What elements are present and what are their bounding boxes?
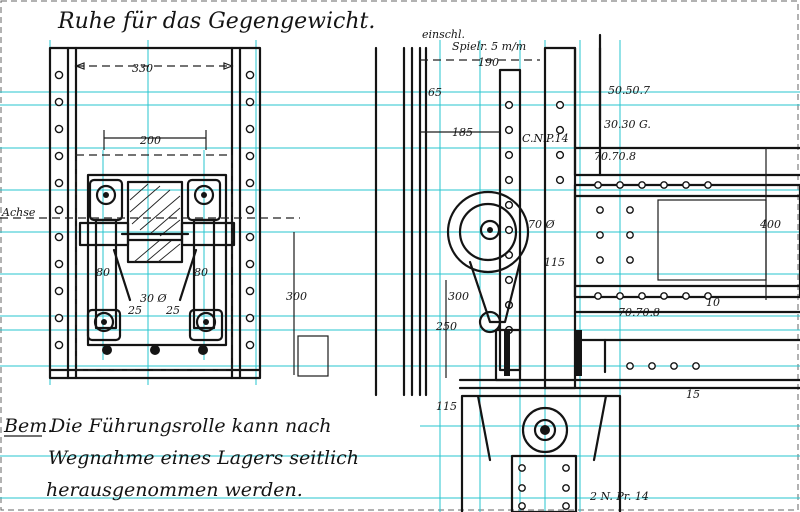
profile-50-50-7: 50.50.7 (608, 84, 650, 97)
profile-2np14: 2 N. Pr. 14 (589, 490, 649, 503)
profile-70-70-8-top: 70.70.8 (594, 150, 636, 163)
label-r115: 115 (544, 256, 565, 269)
remark-note: Bem. Die Führungsrolle kann nach Wegnahm… (3, 415, 359, 501)
dim-300-side: 300 (448, 290, 469, 303)
note-prefix: Bem. (3, 415, 53, 437)
dim-400: 400 (759, 218, 781, 231)
label-play: Spielr. 5 m/m (452, 40, 526, 53)
dim-185: 185 (452, 126, 473, 139)
dim-25-b: 25 (165, 304, 180, 317)
note-line-1: Die Führungsrolle kann nach (49, 415, 331, 437)
dim-15: 15 (686, 388, 700, 401)
dim-80-left: 80 (96, 266, 110, 279)
note-line-3: herausgenommen werden. (46, 479, 303, 501)
side-view: 400 einschl. Spielr. 5 (374, 28, 800, 512)
dim-190: 190 (478, 56, 499, 69)
axis-marker: Achse (1, 206, 36, 219)
dim-330: 330 (132, 62, 153, 75)
dim-300: 300 (286, 290, 307, 303)
profile-70-70-8-bot: 70.70.8 (618, 306, 660, 319)
profile-cnp14: C.N.P.14 (522, 132, 569, 145)
dim-115: 115 (436, 400, 457, 413)
label-bolt-70: 70 Ø (528, 218, 555, 231)
drawing-title: Ruhe für das Gegengewicht. (57, 9, 375, 34)
dim-65: 65 (428, 86, 442, 99)
dim-25-a: 25 (127, 304, 142, 317)
bolt-label: 30 Ø (140, 292, 167, 305)
dim-80-right: 80 (194, 266, 208, 279)
label-clearance: einschl. (422, 28, 465, 41)
dim-10: 10 (706, 296, 720, 309)
profile-30-30: 30.30 G. (604, 118, 651, 131)
front-view: 330 200 300 Achse 80 80 30 Ø 25 25 (0, 46, 329, 380)
dim-200: 200 (139, 134, 161, 147)
guide-lines (0, 40, 800, 512)
note-line-2: Wegnahme eines Lagers seitlich (48, 447, 359, 469)
